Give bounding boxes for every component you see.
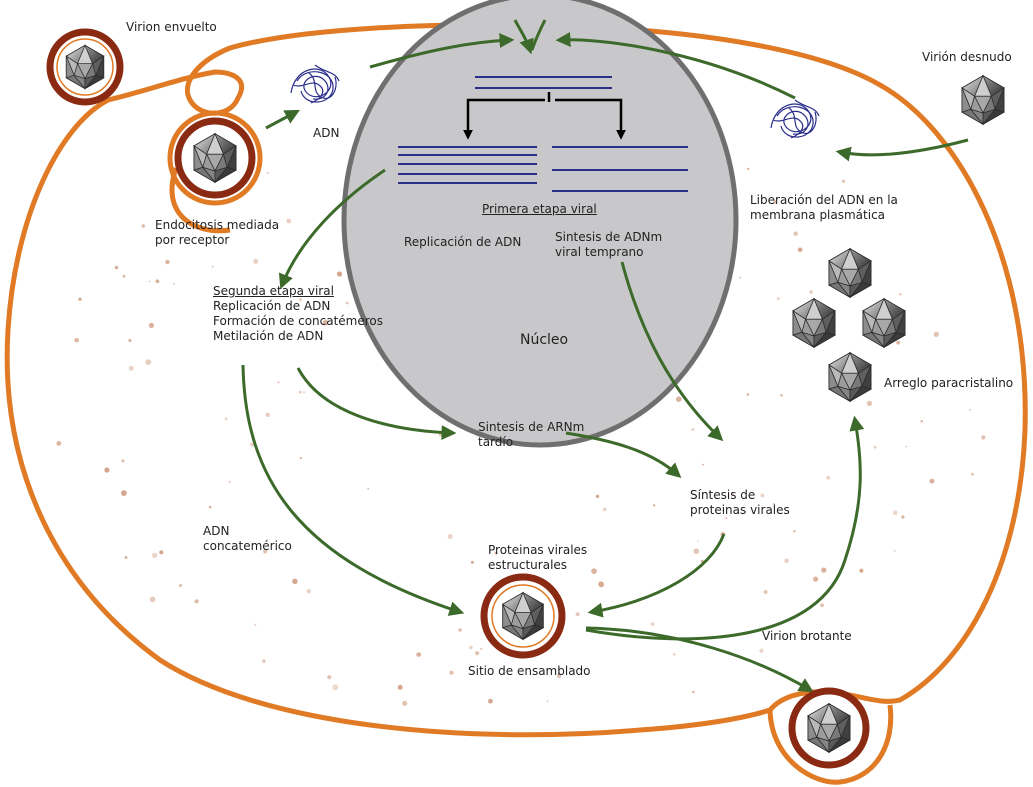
enveloped-virion <box>46 28 124 106</box>
label-formacion-concatemeros: Formación de concatémeros <box>213 314 384 328</box>
label-virion-brotante: Virion brotante <box>762 629 852 643</box>
label-replicacion-adn-2: Replicación de ADN <box>213 299 331 313</box>
endocytosis-virion <box>167 110 263 234</box>
label-sintesis-adnm: Sintesis de ADNm viral temprano <box>555 230 663 259</box>
nucleus-branch-arrows <box>463 92 626 140</box>
label-metilacion-adn: Metilación de ADN <box>213 329 324 343</box>
label-liberacion-adn: Liberación del ADN en la membrana plasmá… <box>750 193 898 222</box>
label-sitio-ensamblado: Sitio de ensamblado <box>468 664 591 678</box>
label-replicacion-adn-1: Replicación de ADN <box>404 235 522 249</box>
dna-coil-icon <box>290 64 340 104</box>
dna-strands <box>398 76 688 192</box>
budding-virion <box>767 687 894 785</box>
label-virion-envuelto: Virion envuelto <box>126 20 217 34</box>
label-endocitosis: Endocitosis mediada por receptor <box>155 218 280 247</box>
label-segunda-etapa: Segunda etapa viral <box>213 284 334 298</box>
dna-coil-icon-right <box>770 99 820 139</box>
pathway-arrows <box>241 19 969 693</box>
label-adn-concatemerico: ADN concatemérico <box>203 524 292 553</box>
label-sintesis-arnm: Sintesis de ARNm tardío <box>478 420 585 449</box>
label-virion-desnudo: Virión desnudo <box>922 50 1012 64</box>
nucleus <box>341 0 739 448</box>
cell-membrane <box>4 22 1028 738</box>
label-arreglo-paracristalino: Arreglo paracristalino <box>884 376 1014 390</box>
label-nucleo: Núcleo <box>520 332 569 348</box>
label-adn: ADN <box>313 126 340 140</box>
label-proteinas-estructurales: Proteinas virales estructurales <box>488 543 588 572</box>
label-sintesis-proteinas: Síntesis de proteinas virales <box>690 488 790 517</box>
label-primera-etapa: Primera etapa viral <box>482 202 597 216</box>
assembly-site-virion <box>480 573 566 659</box>
naked-virion <box>961 75 1005 125</box>
cytoplasm-speckles <box>56 167 986 706</box>
